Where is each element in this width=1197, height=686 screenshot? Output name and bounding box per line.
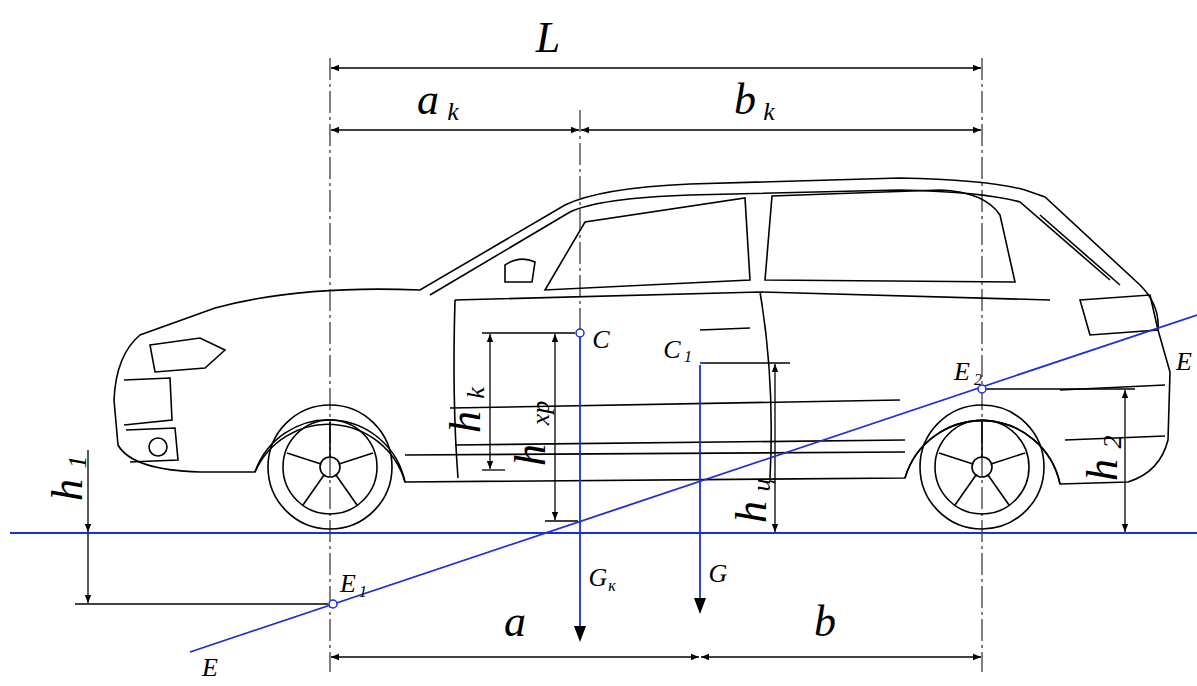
subscript: хр xyxy=(528,401,554,426)
subscript: 2 xyxy=(974,372,982,388)
point-label: E xyxy=(340,571,356,597)
force-arrow xyxy=(694,598,706,614)
car-outline xyxy=(114,178,1170,484)
subscript: k xyxy=(763,99,775,125)
force-label: G xyxy=(589,565,608,591)
subscript: k xyxy=(463,387,489,399)
subscript: к xyxy=(608,578,615,594)
dimension-letter: b xyxy=(814,600,836,644)
axis-line xyxy=(330,58,982,672)
subscript: 1 xyxy=(359,584,367,600)
line-label: E xyxy=(1176,349,1192,375)
point-label: E xyxy=(954,359,970,385)
dimension-letter: h xyxy=(1081,459,1125,481)
blue-line xyxy=(10,315,1197,652)
dimension-letter: L xyxy=(536,16,560,60)
wheel xyxy=(268,405,1044,529)
subscript: 1 xyxy=(65,456,91,469)
dimension-letter: b xyxy=(734,78,756,122)
point-marker xyxy=(329,329,986,608)
subscript: k xyxy=(447,99,459,125)
dimension-letter: h xyxy=(730,501,774,523)
point-label: C xyxy=(663,337,680,363)
line-label: E xyxy=(202,655,218,681)
force-arrow xyxy=(574,626,586,642)
subscript: ц xyxy=(749,479,775,492)
dimension-letter: h xyxy=(46,479,90,501)
subscript: 1 xyxy=(684,349,692,365)
point-label: C xyxy=(592,327,609,353)
force-label: G xyxy=(709,561,728,587)
dimension-letter: h xyxy=(444,411,488,433)
dimension-letter: a xyxy=(504,600,526,644)
subscript: 2 xyxy=(1100,436,1126,449)
dimension-letter: a xyxy=(417,78,439,122)
dimension-letter: h xyxy=(509,444,553,466)
dimension-line xyxy=(75,68,1135,657)
